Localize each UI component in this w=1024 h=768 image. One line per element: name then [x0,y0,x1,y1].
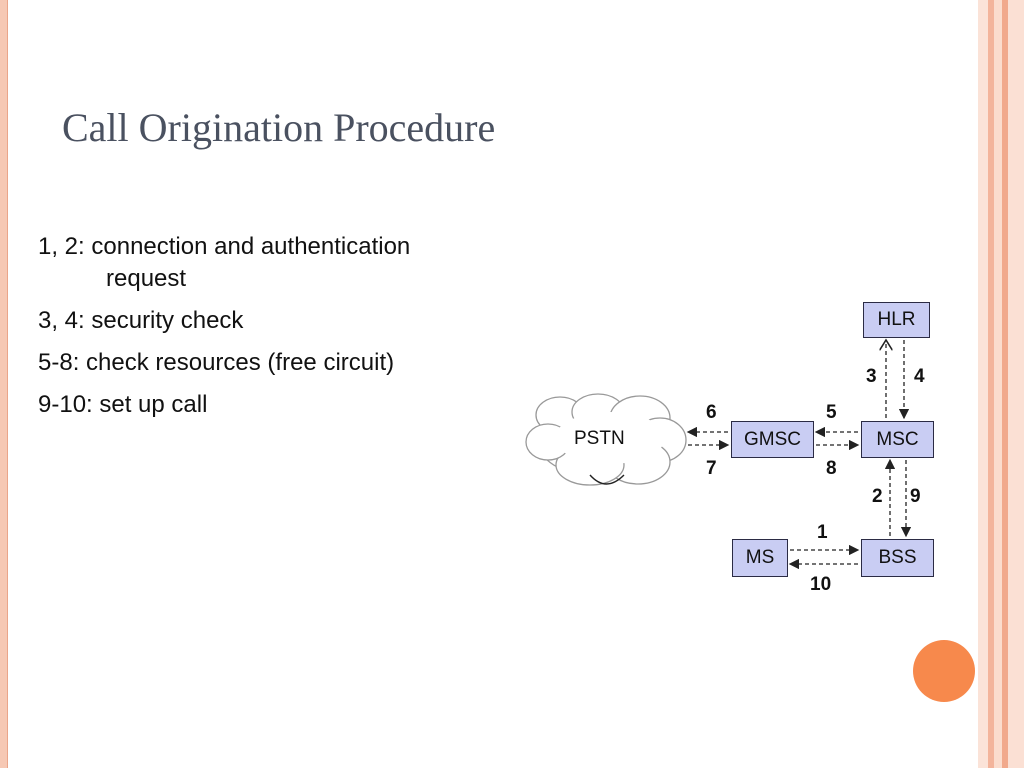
bullet-text: 5-8: check resources (free circuit) [38,349,395,376]
hlr-label: HLR [877,309,916,330]
step-1-label: 1 [817,522,828,543]
msc-node: MSC [861,421,934,458]
bullet-text: 1, 2: connection and authentication [38,233,411,260]
bullet-item: 3, 4: security check [38,307,410,335]
step-10-label: 10 [810,574,832,595]
step-2-label: 2 [872,486,883,507]
left-edge-stripe [0,0,8,768]
ms-label: MS [745,547,775,568]
step-5-label: 5 [826,402,837,423]
pstn-label: PSTN [574,428,625,449]
bullet-item: 5-8: check resources (free circuit) [38,349,410,377]
gmsc-node: GMSC [731,421,814,458]
step-9-label: 9 [910,486,921,507]
msc-label: MSC [876,428,919,450]
bullet-item: 1, 2: connection and authentication requ… [38,233,410,293]
bullet-text: 3, 4: security check [38,307,244,334]
step-4-label: 4 [914,366,925,387]
slide-title: Call Origination Procedure [62,105,496,150]
pstn-cloud-icon [525,393,687,486]
bullet-list: 1, 2: connection and authentication requ… [38,233,410,433]
hlr-node: HLR [863,302,930,338]
bullet-item: 9-10: set up call [38,391,410,419]
diagram-connectors [525,290,912,570]
bss-label: BSS [878,547,917,568]
bullet-text-continued: request [106,265,187,292]
call-flow-diagram: PSTN GMSC MSC HLR BSS MS 6 7 5 8 3 4 2 9… [520,290,960,610]
bss-node: BSS [861,539,934,577]
step-7-label: 7 [706,458,717,479]
right-edge-stripes [978,0,1024,768]
step-6-label: 6 [706,402,717,423]
gmsc-label: GMSC [744,428,801,450]
step-8-label: 8 [826,458,837,479]
step-3-label: 3 [866,366,877,387]
ms-node: MS [732,539,788,577]
bullet-text: 9-10: set up call [38,391,208,418]
decorative-orb [913,640,975,702]
